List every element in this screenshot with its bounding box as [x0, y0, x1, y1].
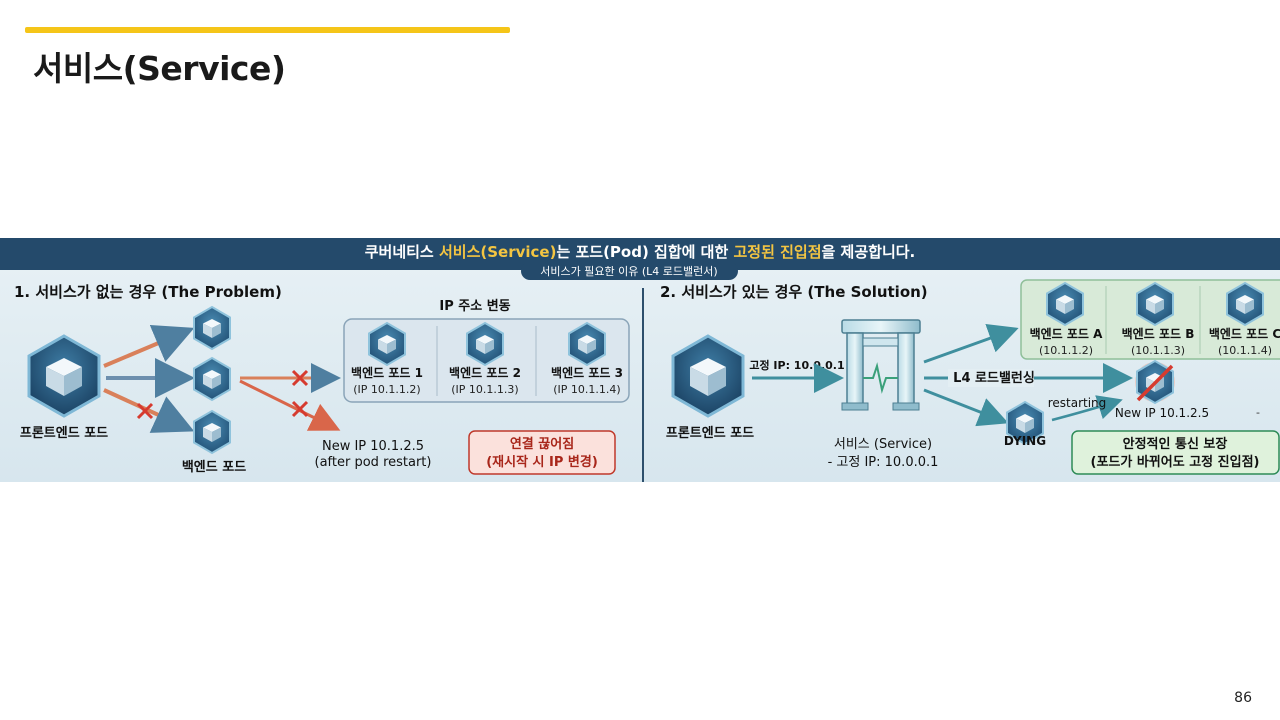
header-title: 쿠버네티스 서비스(Service)는 포드(Pod) 집합에 대한 고정된 진…	[365, 243, 916, 261]
service-gate-icon	[841, 319, 921, 411]
lb-label-bg	[948, 369, 1034, 387]
backend-pod-icon	[194, 307, 230, 349]
connection-lost-line1: 연결 끊어짐	[510, 436, 574, 452]
restarting-label: restarting	[1048, 396, 1107, 410]
title-accent-bar	[25, 27, 510, 33]
pod-1-name: 백엔드 포드 1	[351, 365, 423, 380]
cross-icon	[291, 369, 309, 387]
pod-c-ip: (10.1.1.4)	[1218, 344, 1272, 357]
problem-arrow-new-ip	[239, 379, 341, 431]
service-diagram: 쿠버네티스 서비스(Service)는 포드(Pod) 집합에 대한 고정된 진…	[0, 238, 1280, 482]
ip-group-label: IP 주소 변동	[439, 299, 510, 314]
dying-pod-slash	[1136, 364, 1174, 402]
pod-1-ip: (IP 10.1.1.2)	[353, 383, 420, 396]
problem-arrow-1	[103, 325, 195, 368]
new-ip-note: (after pod restart)	[315, 455, 432, 470]
slide-title: 서비스(Service)	[33, 49, 286, 88]
pod-c-name: 백엔드 포드 C	[1209, 326, 1280, 341]
solution-frontend-label: 프론트엔드 포드	[666, 425, 754, 441]
new-ip-label: New IP 10.1.2.5	[322, 439, 424, 454]
fixed-ip-label: 고정 IP: 10.0.0.1	[749, 358, 844, 372]
solution-dash: -	[1256, 406, 1260, 419]
problem-heading: 1. 서비스가 없는 경우 (The Problem)	[14, 283, 282, 301]
pod-2-ip: (IP 10.1.1.3)	[451, 383, 518, 396]
lb-label: L4 로드밸런싱	[953, 371, 1035, 386]
pod-a-name: 백엔드 포드 A	[1030, 326, 1104, 341]
backend-pod-b-icon	[1137, 283, 1173, 325]
backend-pod-icon	[194, 358, 230, 400]
pod-b-ip: (10.1.1.3)	[1131, 344, 1185, 357]
problem-frontend-label: 프론트엔드 포드	[20, 425, 108, 441]
backend-pod-2-icon	[467, 323, 503, 365]
service-ip-label: - 고정 IP: 10.0.0.1	[828, 455, 939, 470]
solution-new-ip: New IP 10.1.2.5	[1115, 406, 1209, 420]
service-arrow-top	[923, 324, 1019, 364]
backend-pod-c-icon	[1227, 283, 1263, 325]
header-subtitle: 서비스가 필요한 이유 (L4 로드밸런서)	[540, 265, 717, 278]
pod-a-ip: (10.1.1.2)	[1039, 344, 1093, 357]
pod-2-name: 백엔드 포드 2	[449, 365, 521, 380]
stable-line1: 안정적인 통신 보장	[1123, 436, 1228, 452]
subtitle-pill	[521, 262, 738, 280]
backend-pod-icon	[194, 411, 230, 453]
solution-heading: 2. 서비스가 있는 경우 (The Solution)	[660, 283, 928, 301]
pod-3-name: 백엔드 포드 3	[551, 365, 623, 380]
backend-pod-1-icon	[369, 323, 405, 365]
backend-pod-3-icon	[569, 323, 605, 365]
pod-b-name: 백엔드 포드 B	[1122, 326, 1195, 341]
service-label: 서비스 (Service)	[834, 437, 932, 452]
connection-lost-badge	[468, 430, 616, 475]
cross-icon	[136, 402, 154, 420]
problem-backend-label: 백엔드 포드	[182, 459, 246, 475]
backend-pod-a-icon	[1047, 283, 1083, 325]
restarting-arrow	[1051, 395, 1123, 422]
connection-lost-line2: (재시작 시 IP 변경)	[486, 454, 598, 470]
pod-3-ip: (IP 10.1.1.4)	[553, 383, 620, 396]
stable-communication-badge	[1071, 430, 1280, 475]
page-number: 86	[1234, 690, 1252, 706]
dying-label: DYING	[1004, 434, 1046, 448]
cross-icon	[291, 400, 309, 418]
service-arrow-bottom	[923, 388, 1009, 427]
stable-line2: (포드가 바뀌어도 고정 진입점)	[1091, 454, 1260, 470]
